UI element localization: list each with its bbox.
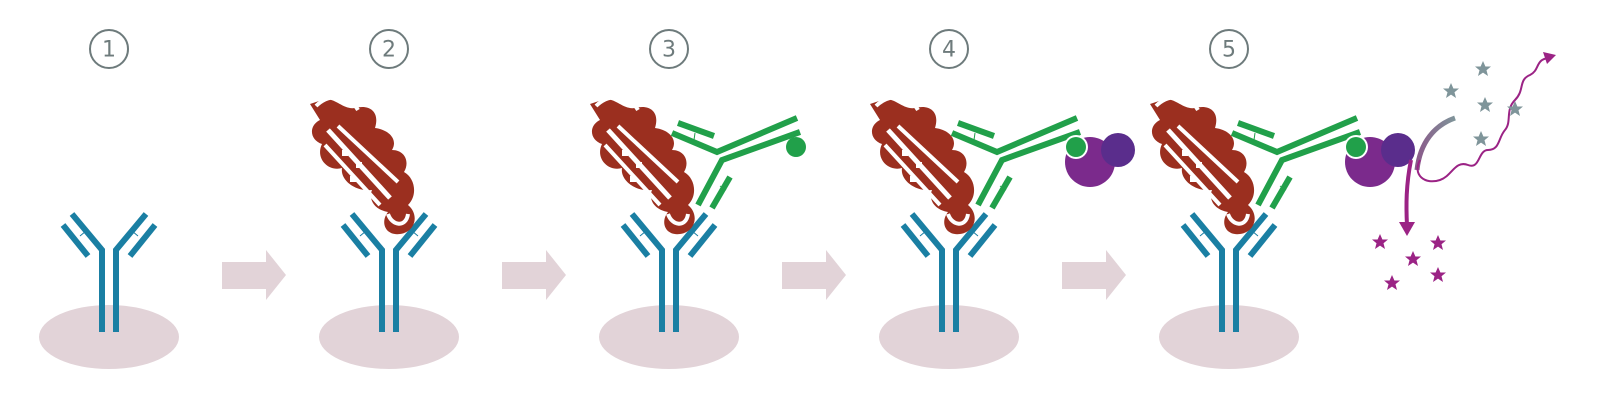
antigen-protein bbox=[590, 97, 695, 234]
star-icon bbox=[1430, 267, 1446, 282]
step-1-label: 1 bbox=[89, 29, 129, 69]
biotin-tag bbox=[1346, 137, 1366, 157]
svg-text:3: 3 bbox=[662, 38, 676, 63]
step-4-label: 4 bbox=[929, 29, 969, 69]
arrowhead-icon bbox=[1399, 222, 1415, 236]
conversion-arrow bbox=[1404, 159, 1413, 227]
star-icon bbox=[1430, 235, 1446, 250]
star-icon bbox=[1384, 275, 1400, 290]
plate-surface bbox=[319, 305, 459, 369]
product-stars bbox=[1372, 234, 1446, 290]
panel-4 bbox=[870, 97, 1135, 369]
plate-surface bbox=[599, 305, 739, 369]
antigen-protein bbox=[1150, 97, 1255, 234]
biotin-tag bbox=[786, 137, 806, 157]
star-icon bbox=[1443, 83, 1459, 98]
svg-text:2: 2 bbox=[382, 38, 396, 63]
star-icon bbox=[1405, 251, 1421, 266]
wave-arrowhead-icon bbox=[1543, 52, 1556, 64]
reaction bbox=[1372, 52, 1556, 290]
plate-surface bbox=[1159, 305, 1299, 369]
step-arrow-2 bbox=[502, 250, 566, 300]
svg-text:4: 4 bbox=[942, 38, 956, 63]
svg-text:5: 5 bbox=[1222, 38, 1236, 63]
light-emission-wave bbox=[1416, 57, 1549, 183]
step-5-label: 5 bbox=[1209, 29, 1249, 69]
step-arrow-1 bbox=[222, 250, 286, 300]
panel-3 bbox=[590, 97, 806, 369]
enzyme-subunit bbox=[1381, 133, 1415, 167]
substrate-arc bbox=[1414, 115, 1456, 171]
biotin-tag bbox=[1066, 137, 1086, 157]
step-3-label: 3 bbox=[649, 29, 689, 69]
panel-2 bbox=[310, 97, 459, 369]
star-icon bbox=[1477, 97, 1493, 112]
antigen-protein bbox=[310, 97, 415, 234]
panel-5 bbox=[1150, 97, 1415, 369]
enzyme-subunit bbox=[1101, 133, 1135, 167]
step-arrow-4 bbox=[1062, 250, 1126, 300]
star-icon bbox=[1372, 234, 1388, 249]
panel-1 bbox=[39, 214, 179, 369]
star-icon bbox=[1473, 131, 1489, 146]
step-arrow-3 bbox=[782, 250, 846, 300]
antigen-protein bbox=[870, 97, 975, 234]
step-2-label: 2 bbox=[369, 29, 409, 69]
substrate-stars bbox=[1443, 61, 1523, 146]
plate-surface bbox=[39, 305, 179, 369]
star-icon bbox=[1475, 61, 1491, 76]
svg-text:1: 1 bbox=[102, 38, 116, 63]
plate-surface bbox=[879, 305, 1019, 369]
